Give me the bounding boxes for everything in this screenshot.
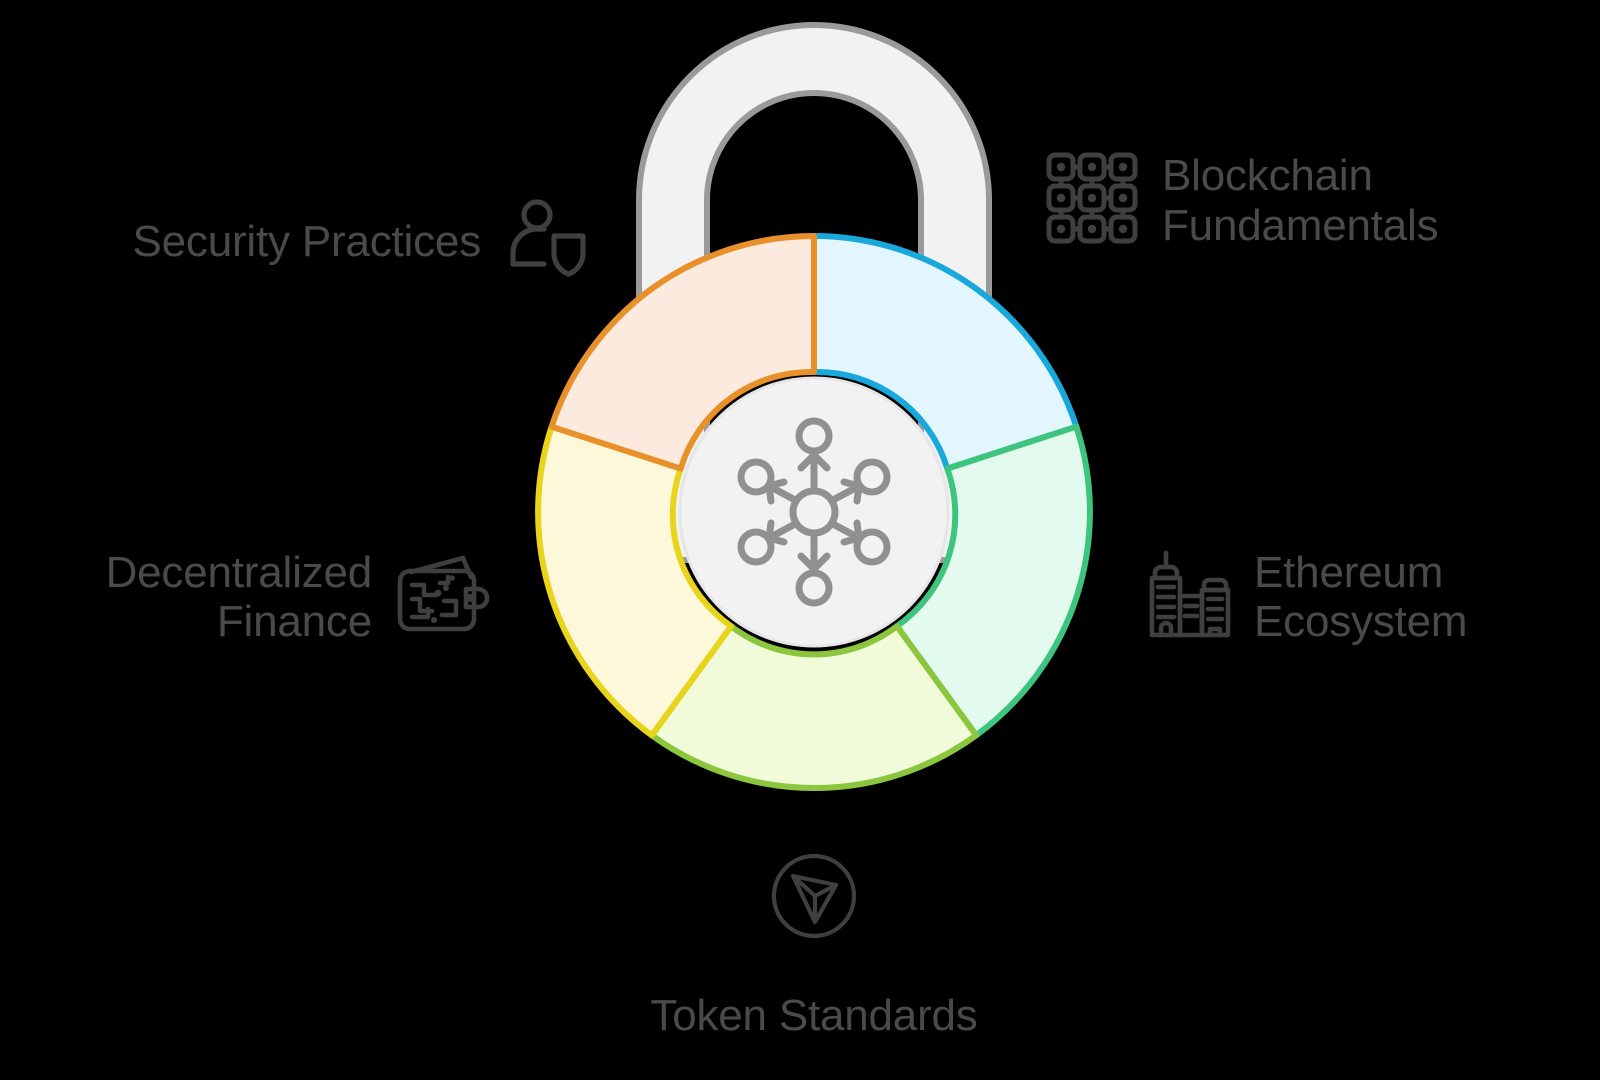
center-hub-circle <box>678 376 950 648</box>
donut-segment-token[interactable] <box>648 623 980 791</box>
label-security-practices-text: Security Practices <box>132 216 481 266</box>
label-ethereum-ecosystem[interactable]: Ethereum Ecosystem <box>1140 548 1586 647</box>
label-decentralized-finance-text: Decentralized Finance <box>105 548 373 647</box>
decentralized-network-icon <box>737 417 891 607</box>
tron-token-icon <box>770 852 858 945</box>
donut-segment-blockchain[interactable] <box>811 233 1080 472</box>
blockchain-grid-icon <box>1044 150 1140 251</box>
circuit-wallet-icon <box>394 555 490 640</box>
donut-segment-security[interactable] <box>548 233 817 472</box>
label-blockchain-fundamentals[interactable]: Blockchain Fundamentals <box>1044 150 1584 251</box>
city-buildings-icon <box>1140 549 1232 646</box>
donut-segment-ethereum[interactable] <box>893 423 1093 739</box>
donut-ring <box>535 233 1093 791</box>
label-security-practices[interactable]: Security Practices <box>44 196 589 287</box>
label-ethereum-ecosystem-text: Ethereum Ecosystem <box>1254 548 1468 647</box>
label-token-standards-text: Token Standards <box>650 991 978 1040</box>
label-token-standards[interactable]: Token Standards <box>614 852 1014 1040</box>
person-shield-icon <box>503 196 589 287</box>
label-blockchain-fundamentals-text: Blockchain Fundamentals <box>1162 151 1439 250</box>
donut-segment-defi[interactable] <box>535 423 735 739</box>
label-decentralized-finance[interactable]: Decentralized Finance <box>48 548 490 647</box>
